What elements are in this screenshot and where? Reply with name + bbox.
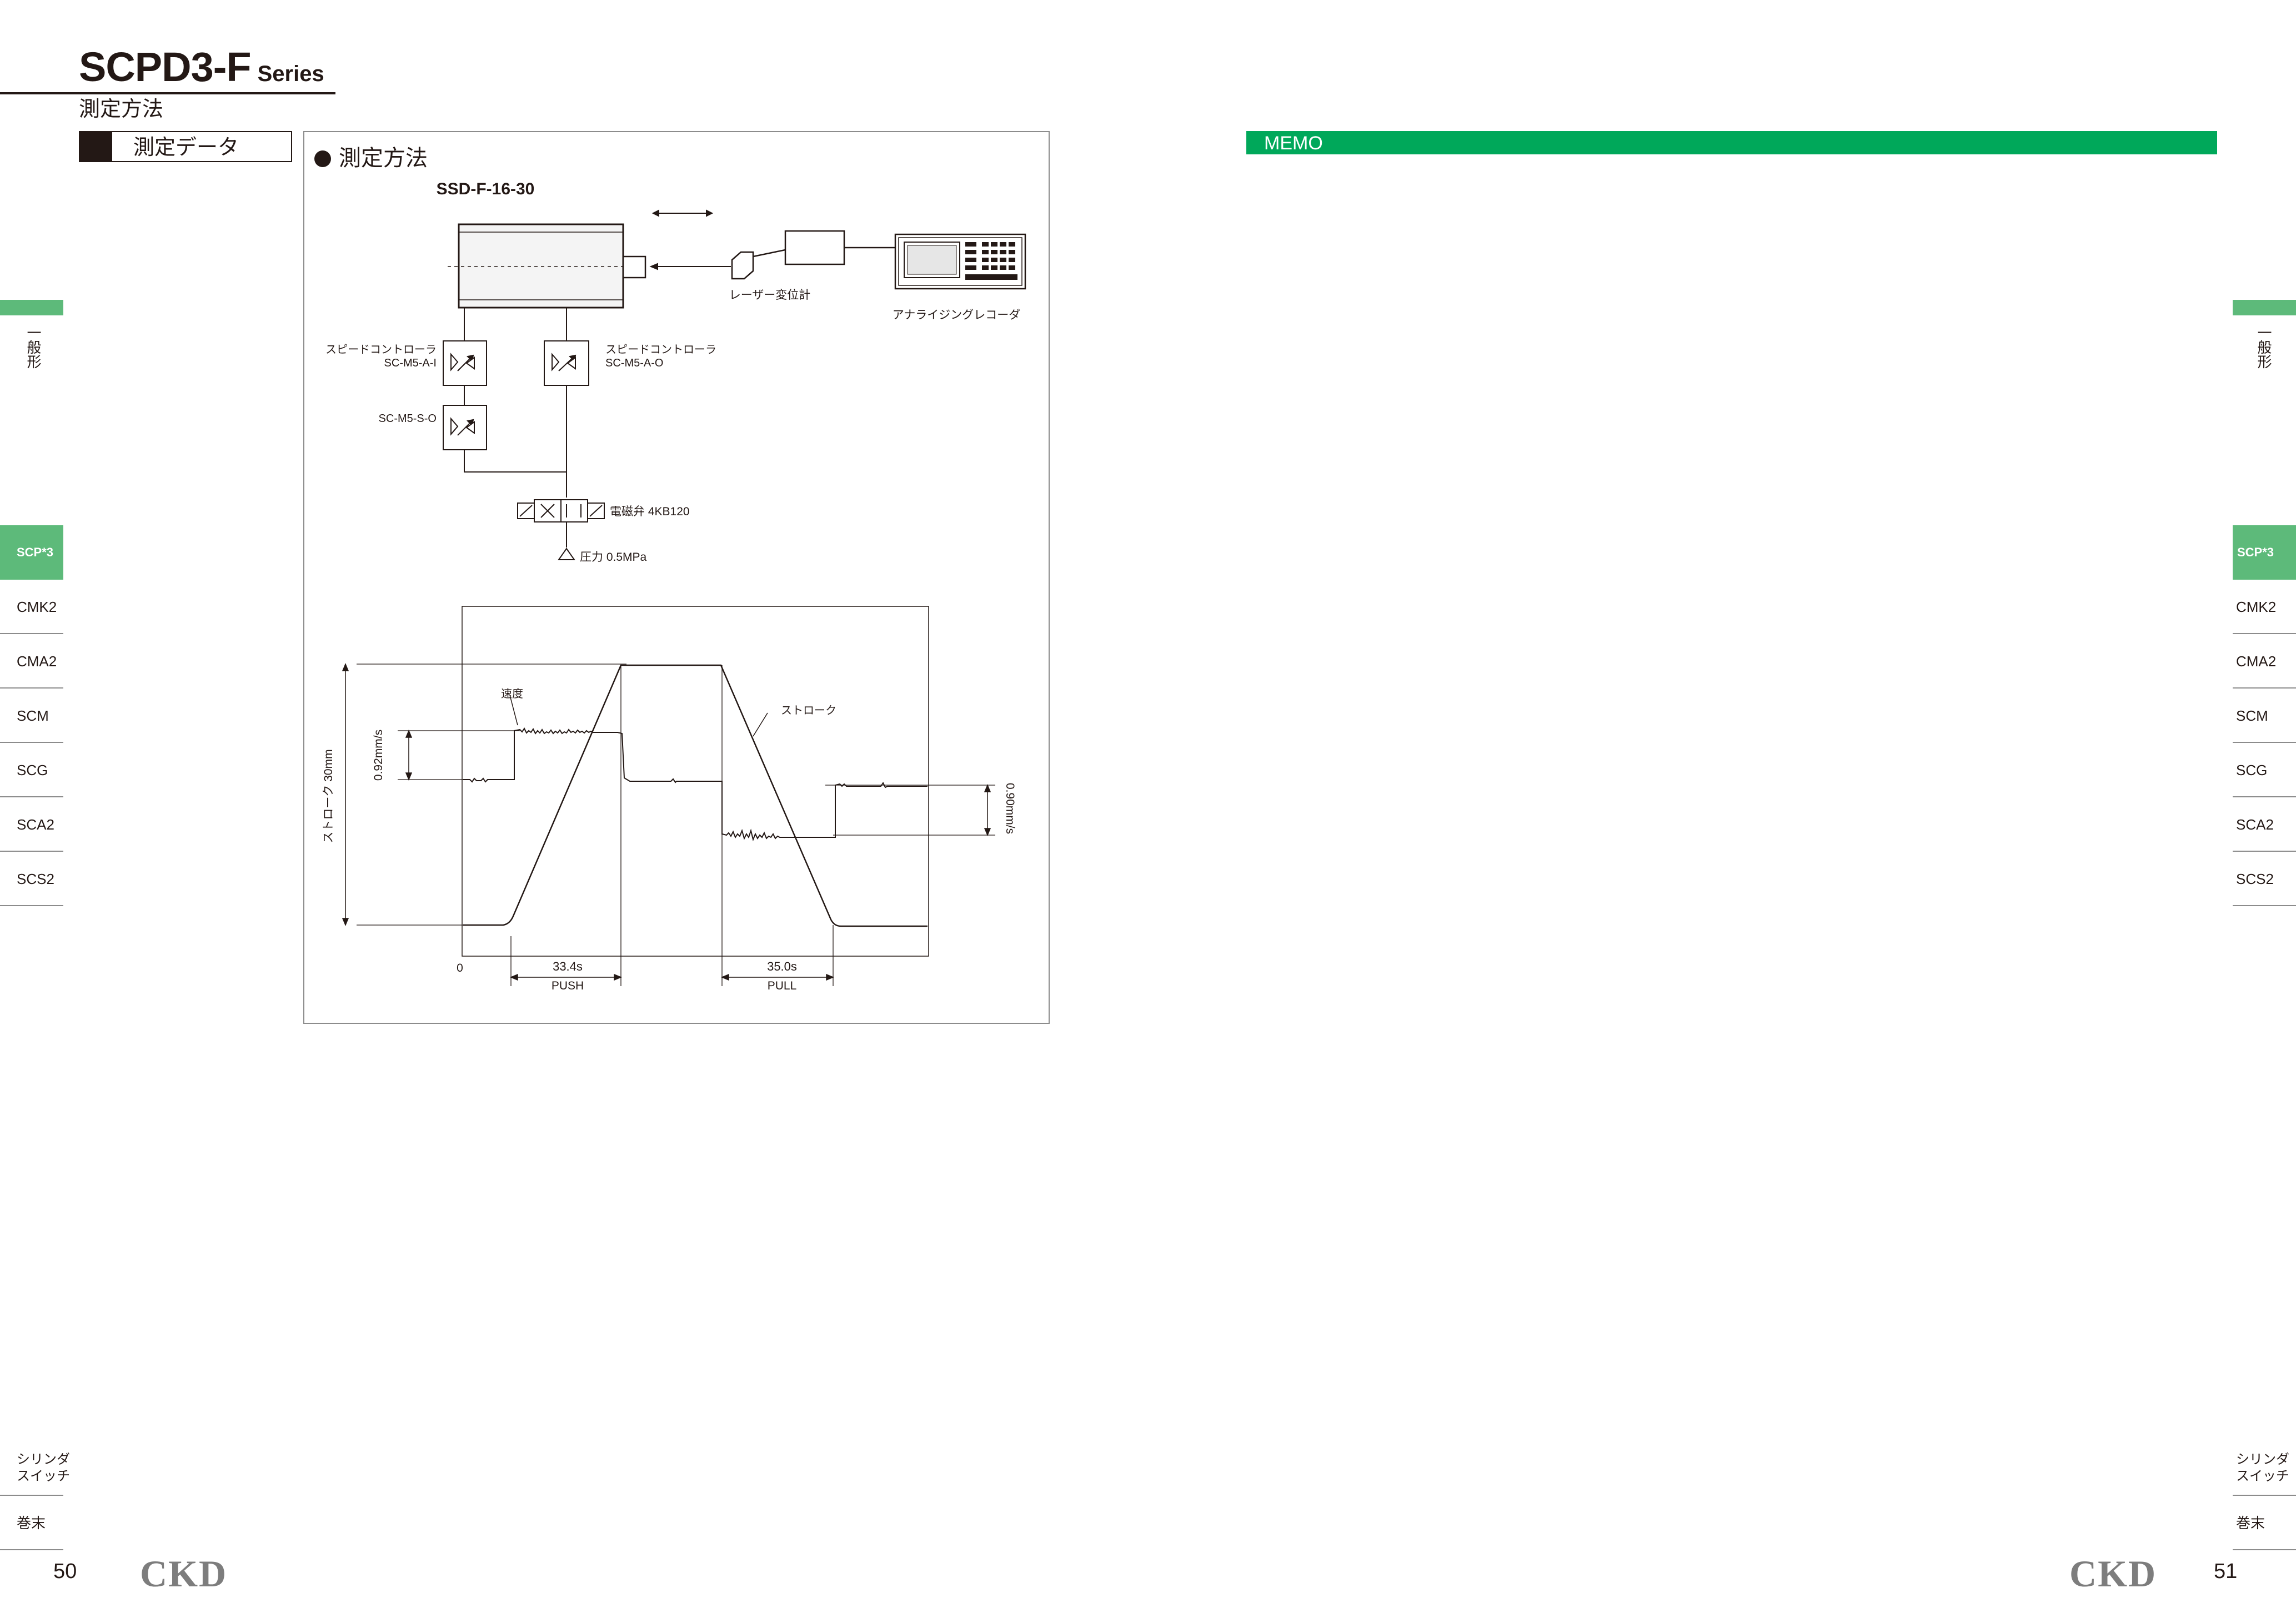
side-nav-item-scg[interactable]: SCG bbox=[0, 743, 63, 797]
side-nav-item-sca2[interactable]: SCA2 bbox=[0, 797, 63, 852]
title-rule bbox=[0, 92, 335, 94]
side-nav-top-bar-right bbox=[2233, 300, 2296, 315]
section-tab-marker bbox=[80, 132, 112, 161]
pull-speed-label: 0.90mm/s bbox=[1004, 783, 1016, 834]
side-nav-item-scg-right[interactable]: SCG bbox=[2233, 743, 2296, 797]
nav-text-line-2: スイッチ bbox=[17, 1469, 70, 1484]
stroke-dimension bbox=[342, 663, 349, 926]
page-number-left: 50 bbox=[53, 1560, 77, 1583]
speed-leader bbox=[509, 695, 518, 726]
laser-displacement-sensor bbox=[731, 230, 845, 280]
push-speed-label: 0.92mm/s bbox=[372, 730, 385, 781]
pull-time-dimension bbox=[721, 973, 834, 981]
speed-trace bbox=[463, 727, 928, 842]
cylinder-label: SSD-F-16-30 bbox=[437, 180, 535, 198]
speed-ctrl-left-label-2: SC-M5-A-I bbox=[384, 357, 437, 369]
push-time-dimension bbox=[510, 973, 622, 981]
bullet-icon bbox=[314, 150, 331, 167]
measurement-frame bbox=[303, 131, 1050, 1024]
side-nav-item-sca2-right[interactable]: SCA2 bbox=[2233, 797, 2296, 852]
pull-speed-dimension bbox=[984, 784, 991, 836]
side-nav-item-cylinder-switch-right[interactable]: シリンダスイッチ bbox=[2233, 1441, 2296, 1496]
pressure-label: 圧力 0.5MPa bbox=[580, 551, 647, 564]
pressure-source-triangle bbox=[558, 547, 575, 560]
push-speed-dimension bbox=[405, 730, 413, 781]
speed-ctrl-3-label: SC-M5-S-O bbox=[379, 413, 437, 425]
side-nav-item-scp3-right[interactable]: SCP*3 bbox=[2233, 525, 2296, 580]
side-nav-item-scs2-right[interactable]: SCS2 bbox=[2233, 852, 2296, 906]
side-nav-item-cmk2-right[interactable]: CMK2 bbox=[2233, 580, 2296, 634]
speed-controller-3 bbox=[443, 385, 487, 450]
section-tab-label: 測定データ bbox=[133, 135, 239, 159]
model-name: SCPD3-F bbox=[79, 44, 252, 90]
side-nav-left-bottom: シリンダスイッチ 巻末 bbox=[0, 1441, 70, 1550]
side-nav-category: 一般形 bbox=[24, 325, 41, 369]
direction-arrow bbox=[651, 209, 714, 217]
side-nav-category-right: 一般形 bbox=[2255, 325, 2272, 369]
section-tab: 測定データ bbox=[79, 131, 292, 162]
speed-ctrl-right-label-2: SC-M5-A-O bbox=[605, 357, 663, 369]
laser-beam-arrow bbox=[649, 263, 731, 270]
laser-label: レーザー変位計 bbox=[729, 289, 811, 302]
stroke-label: ストローク bbox=[781, 704, 836, 717]
side-nav-item-scm-right[interactable]: SCM bbox=[2233, 689, 2296, 743]
origin-label: 0 bbox=[457, 962, 463, 974]
speed-ctrl-left-label-1: スピードコントローラ bbox=[325, 344, 437, 356]
nav-text-line-1: シリンダ bbox=[17, 1452, 70, 1467]
solenoid-valve bbox=[517, 499, 605, 522]
page-subtitle: 測定方法 bbox=[79, 97, 164, 121]
measurement-heading: 測定方法 bbox=[314, 143, 428, 173]
side-nav-item-cma2-right[interactable]: CMA2 bbox=[2233, 634, 2296, 689]
memo-bar: MEMO bbox=[1246, 131, 2217, 154]
side-nav-right: SCP*3 CMK2 CMA2 SCM SCG SCA2 SCS2 bbox=[2233, 525, 2296, 906]
push-label: PUSH bbox=[552, 979, 584, 992]
analyzing-recorder bbox=[844, 233, 1026, 290]
recorder-label: アナライジングレコーダ bbox=[893, 309, 1021, 321]
page-number-right: 51 bbox=[2214, 1560, 2238, 1583]
stroke-axis-label: ストローク 30mm bbox=[322, 749, 335, 843]
measurement-heading-text: 測定方法 bbox=[339, 145, 428, 171]
side-nav-item-scm[interactable]: SCM bbox=[0, 689, 63, 743]
graph-guides bbox=[357, 664, 995, 986]
side-nav-item-scs2[interactable]: SCS2 bbox=[0, 852, 63, 906]
side-nav-item-appendix[interactable]: 巻末 bbox=[0, 1496, 63, 1550]
stroke-leader bbox=[753, 712, 768, 737]
series-label: Series bbox=[257, 62, 324, 86]
valve-label: 電磁弁 4KB120 bbox=[610, 505, 690, 518]
measurement-diagram: SSD-F-16-30 レーザー変位計 bbox=[322, 180, 1026, 992]
ckd-logo-right: CKD bbox=[2069, 1552, 2157, 1595]
side-nav-item-cmk2[interactable]: CMK2 bbox=[0, 580, 63, 634]
speed-controller-right bbox=[544, 308, 589, 386]
cylinder-body bbox=[448, 223, 646, 309]
side-nav-left: SCP*3 CMK2 CMA2 SCM SCG SCA2 SCS2 bbox=[0, 525, 63, 906]
side-nav-item-appendix-right[interactable]: 巻末 bbox=[2233, 1496, 2296, 1550]
ckd-logo-left: CKD bbox=[140, 1552, 228, 1595]
side-nav-right-bottom: シリンダスイッチ 巻末 bbox=[2233, 1441, 2296, 1550]
nav-text-line-2: スイッチ bbox=[2236, 1469, 2289, 1484]
stroke-trace bbox=[463, 664, 928, 927]
side-nav-top-bar bbox=[0, 300, 63, 315]
speed-label: 速度 bbox=[501, 687, 523, 700]
speed-controller-left bbox=[443, 308, 487, 386]
side-nav-item-cylinder-switch[interactable]: シリンダスイッチ bbox=[0, 1441, 70, 1496]
side-nav-item-scp3[interactable]: SCP*3 bbox=[0, 525, 63, 580]
memo-label: MEMO bbox=[1264, 133, 1323, 154]
side-nav-item-cma2[interactable]: CMA2 bbox=[0, 634, 63, 689]
graph-frame bbox=[462, 606, 929, 957]
nav-text-line-1: シリンダ bbox=[2236, 1452, 2289, 1467]
push-time-label: 33.4s bbox=[553, 959, 583, 973]
pull-label: PULL bbox=[768, 979, 797, 992]
speed-ctrl-right-label-1: スピードコントローラ bbox=[605, 344, 716, 356]
pull-time-label: 35.0s bbox=[767, 959, 797, 973]
